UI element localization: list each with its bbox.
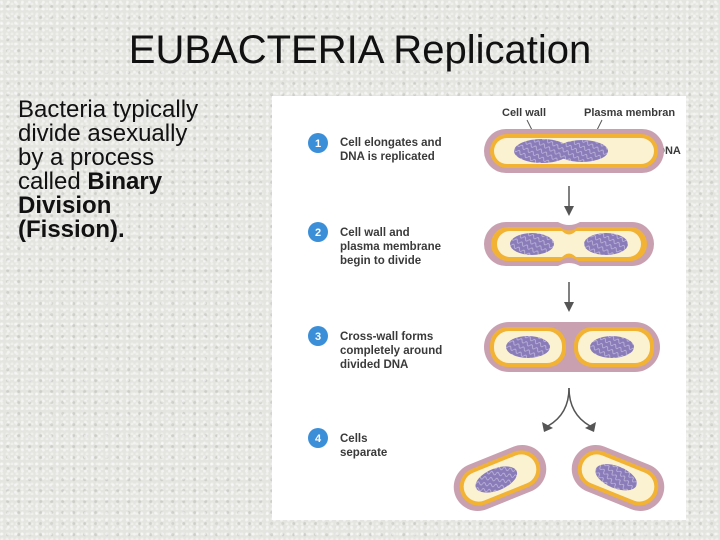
step-3: 3 Cross-wall forms completely around div… [308, 326, 442, 371]
cell-dividing [484, 222, 654, 266]
step-text-line: Cell wall and [340, 227, 410, 239]
description-line: Bacteria typically [18, 98, 268, 122]
slide-title: EUBACTERIA Replication [0, 28, 720, 73]
step-1: 1 Cell elongates and DNA is replicated [308, 133, 442, 163]
separated-cell-right [565, 438, 672, 518]
step-text-line: DNA is replicated [340, 151, 435, 163]
process-arrow [564, 186, 574, 216]
binary-fission-diagram: Cell wall Plasma membran DNA 1 Cell elon… [272, 96, 686, 520]
step-text-line: Cell elongates and [340, 137, 442, 149]
step-4: 4 Cells separate [308, 428, 387, 459]
dna-shape [590, 336, 634, 358]
description-line: called Binary [18, 170, 268, 194]
dna-shape [510, 233, 554, 255]
description-keyword-line: Division [18, 194, 268, 218]
step-text-line: divided DNA [340, 359, 408, 371]
description-text-plain: called [18, 168, 87, 195]
description-keyword: Binary [87, 168, 162, 195]
step-text-line: plasma membrane [340, 241, 441, 253]
step-text-line: completely around [340, 345, 442, 357]
cell-wall-label: Cell wall [502, 107, 546, 119]
plasma-membrane-label: Plasma membran [584, 107, 675, 119]
process-arrow [564, 282, 574, 312]
step-number: 3 [315, 331, 321, 343]
split-arrow [542, 388, 596, 432]
step-number: 4 [315, 433, 322, 445]
cell-elongated [484, 129, 664, 173]
diagram-canvas: Cell wall Plasma membran DNA 1 Cell elon… [272, 96, 686, 520]
description-line: divide asexually [18, 122, 268, 146]
description-line: by a process [18, 146, 268, 170]
step-text-line: Cross-wall forms [340, 331, 433, 343]
dna-shape [556, 140, 608, 162]
step-number: 1 [315, 138, 321, 150]
separated-cell-left [447, 438, 554, 518]
description-text: Bacteria typically divide asexually by a… [18, 98, 268, 242]
dna-shape [584, 233, 628, 255]
step-2: 2 Cell wall and plasma membrane begin to… [308, 222, 441, 267]
dna-shape [506, 336, 550, 358]
step-number: 2 [315, 227, 321, 239]
step-text-line: separate [340, 447, 387, 459]
step-text-line: Cells [340, 433, 368, 445]
description-keyword-line: (Fission). [18, 218, 268, 242]
step-text-line: begin to divide [340, 255, 421, 267]
cell-cross-wall [484, 322, 660, 372]
